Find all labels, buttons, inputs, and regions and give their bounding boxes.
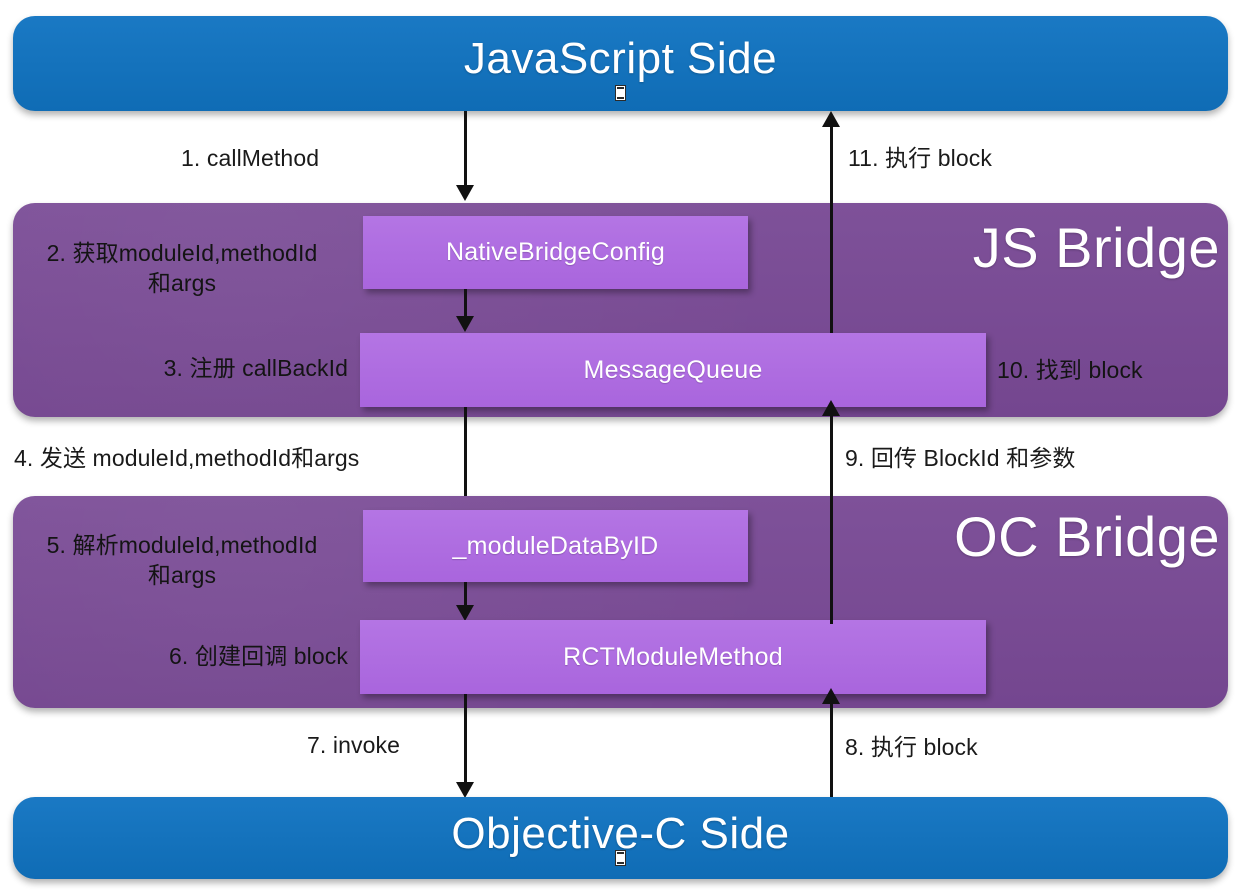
text-caret-icon-top [615, 85, 626, 101]
step-label-11: 11. 执行 block [848, 145, 992, 171]
arrow-step-10-head [822, 400, 840, 416]
arrow-moduledata-to-method-line [464, 582, 467, 611]
step-label-4: 4. 发送 moduleId,methodId和args [14, 445, 360, 471]
step-label-7: 7. invoke [307, 732, 400, 758]
arrow-step-11-upper-segment [830, 203, 833, 333]
box-native-bridge-config-label: NativeBridgeConfig [446, 238, 665, 266]
arrow-step-4-line [464, 407, 467, 504]
box-native-bridge-config[interactable]: NativeBridgeConfig [363, 216, 748, 289]
band-oc-bridge-title: OC Bridge [954, 505, 1220, 568]
step-label-8: 8. 执行 block [845, 734, 978, 760]
box-module-data-by-id-label: _moduleDataByID [452, 531, 659, 560]
step-label-6: 6. 创建回调 block [169, 643, 348, 669]
arrow-step-9-line [830, 420, 833, 517]
step-label-5: 5. 解析moduleId,methodId 和args [46, 532, 318, 589]
arrow-step-7-head [456, 782, 474, 798]
text-caret-icon-bottom [615, 850, 626, 866]
step-label-10: 10. 找到 block [997, 357, 1143, 383]
step-label-9: 9. 回传 BlockId 和参数 [845, 445, 1076, 471]
band-objective-c-side[interactable]: Objective-C Side [13, 797, 1228, 879]
arrow-step-9-upper-segment [830, 496, 833, 624]
arrow-config-to-queue-line [464, 289, 467, 318]
box-message-queue-label: MessageQueue [583, 355, 763, 384]
band-javascript-side[interactable]: JavaScript Side [13, 16, 1228, 111]
arrow-step-8-inner-head [822, 688, 840, 704]
band-js-bridge-title: JS Bridge [972, 216, 1220, 279]
step-label-2: 2. 获取moduleId,methodId 和args [46, 240, 318, 297]
arrow-step-1-head [456, 185, 474, 201]
step-label-3: 3. 注册 callBackId [163, 355, 348, 381]
band-objective-c-side-title: Objective-C Side [451, 809, 790, 858]
arrow-config-to-queue-head [456, 316, 474, 332]
box-rct-module-method[interactable]: RCTModuleMethod [360, 620, 986, 694]
arrow-step-11-head [822, 111, 840, 127]
arrow-step-1-line [464, 111, 467, 187]
box-rct-module-method-label: RCTModuleMethod [563, 642, 783, 671]
arrow-step-7-line [464, 694, 467, 785]
arrow-moduledata-to-method-head [456, 605, 474, 621]
band-javascript-side-title: JavaScript Side [463, 34, 778, 83]
step-label-1: 1. callMethod [181, 145, 320, 171]
box-message-queue[interactable]: MessageQueue [360, 333, 986, 407]
box-module-data-by-id[interactable]: _moduleDataByID [363, 510, 748, 582]
arrow-step-8-line [830, 710, 833, 800]
arrow-step-11-line [830, 118, 833, 203]
